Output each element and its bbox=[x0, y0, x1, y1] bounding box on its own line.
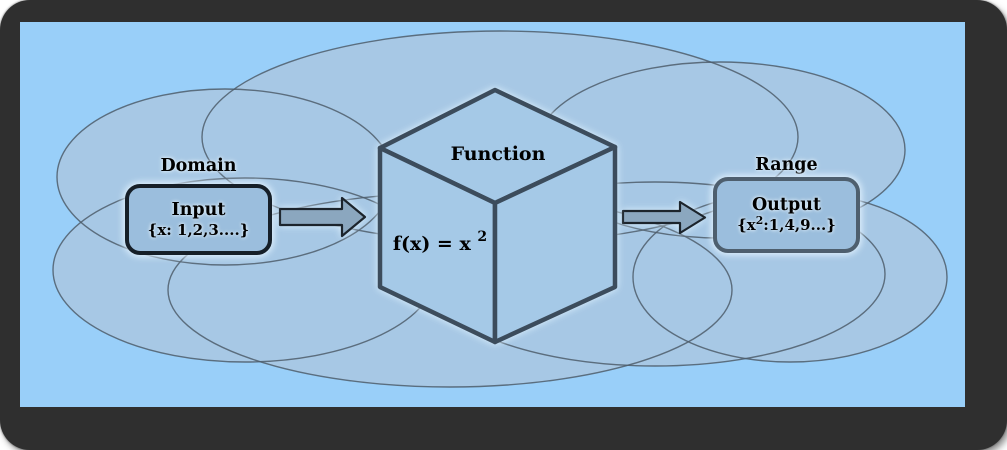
diagram-scene: Function f(x) = x 2 bbox=[52, 30, 948, 388]
right-arrow-icon-function-to-range bbox=[621, 200, 707, 235]
function-formula-base: f(x) = x bbox=[393, 233, 472, 255]
input-set: {x: 1,2,3....} bbox=[147, 220, 250, 239]
function-formula-exponent: 2 bbox=[477, 229, 487, 245]
range-title: Range bbox=[755, 155, 818, 175]
input-label: Input bbox=[171, 199, 226, 220]
output-box: Output {x2:1,4,9...} bbox=[713, 177, 860, 253]
function-title: Function bbox=[451, 143, 546, 165]
right-arrow-icon-domain-to-function bbox=[278, 196, 367, 238]
output-set: {x2:1,4,9...} bbox=[737, 214, 836, 235]
diagram-canvas: Function f(x) = x 2 Domain Input {x: 1,2… bbox=[20, 22, 965, 407]
output-set-prefix: {x bbox=[737, 216, 756, 235]
output-set-exponent: 2 bbox=[755, 214, 764, 228]
cube-right-face bbox=[492, 144, 618, 345]
function-cube: Function f(x) = x 2 bbox=[377, 87, 618, 345]
domain-title: Domain bbox=[160, 156, 237, 176]
output-set-suffix: :1,4,9...} bbox=[763, 216, 836, 235]
input-box: Input {x: 1,2,3....} bbox=[125, 184, 272, 255]
function-formula: f(x) = x 2 bbox=[393, 229, 487, 255]
output-label: Output bbox=[751, 195, 822, 216]
